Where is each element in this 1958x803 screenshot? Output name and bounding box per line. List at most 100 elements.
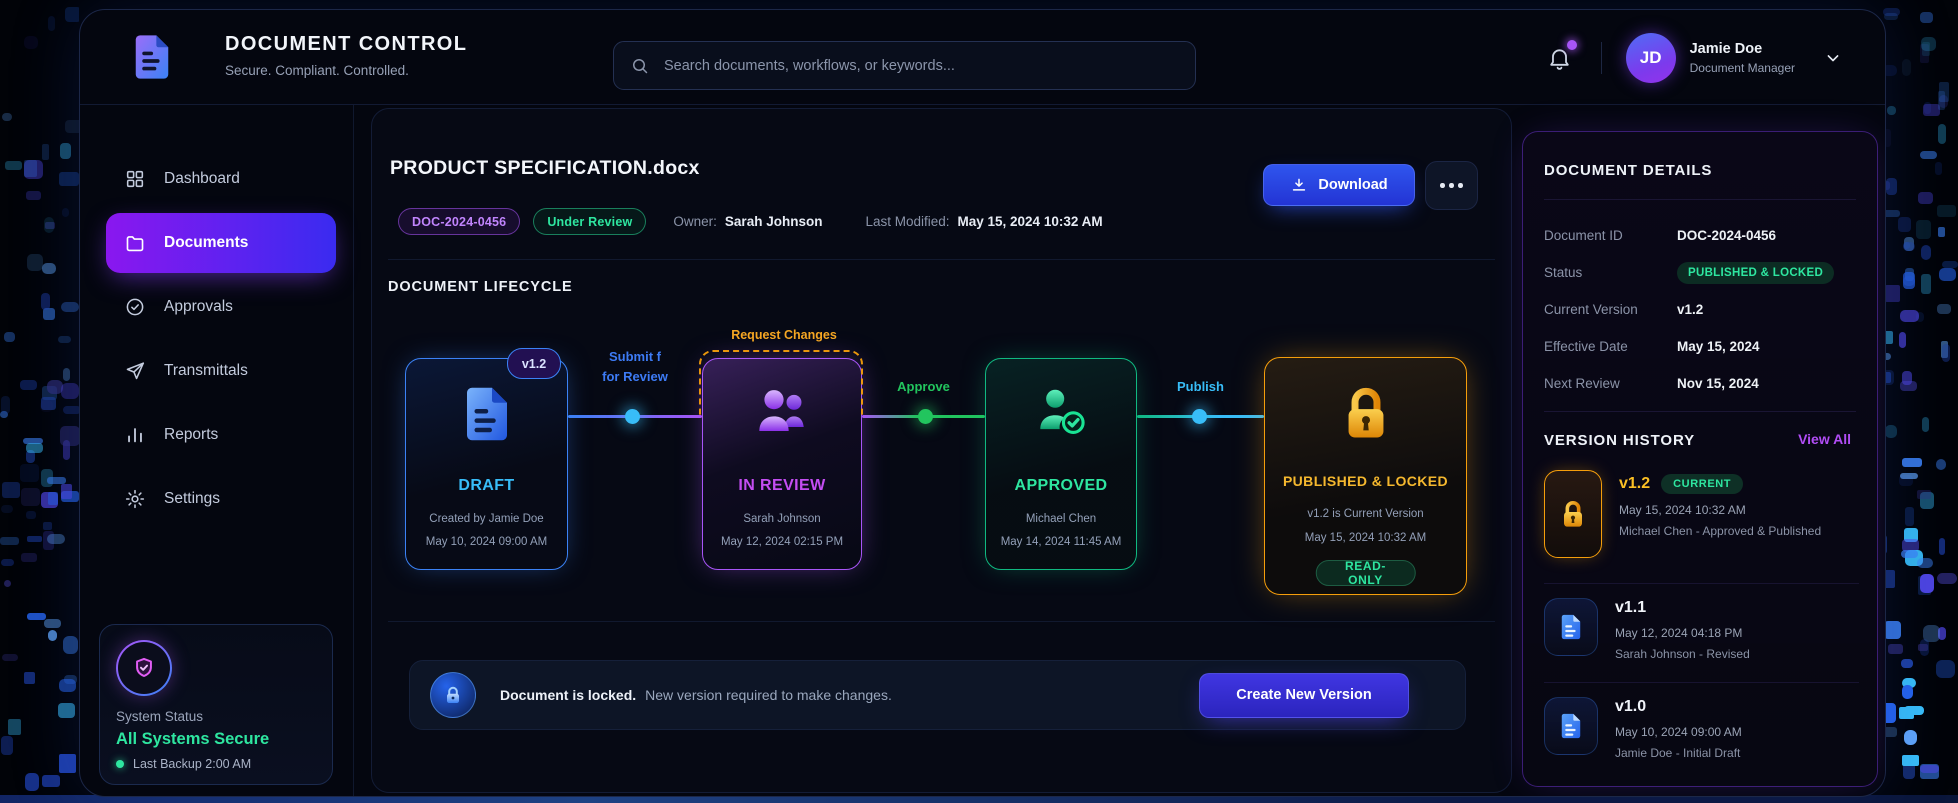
- sidebar-item-label: Dashboard: [164, 170, 240, 187]
- folder-icon: [126, 236, 144, 252]
- detail-row-next-review: Next Review Nov 15, 2024: [1544, 376, 1759, 391]
- green-dot-icon: [116, 760, 124, 768]
- stage-title: APPROVED: [1014, 477, 1108, 494]
- request-changes-bracket: [699, 350, 863, 416]
- header: DOCUMENT CONTROL Secure. Compliant. Cont…: [80, 10, 1885, 105]
- sidebar-nav: Dashboard Documents Approvals Transmitta…: [106, 149, 336, 533]
- decor-left-matrix: [0, 0, 79, 803]
- stage-title: IN REVIEW: [738, 477, 826, 494]
- owner-label: Owner:: [673, 214, 717, 229]
- divider: [1544, 199, 1856, 200]
- sidebar-item-settings[interactable]: Settings: [106, 469, 336, 529]
- document-title: PRODUCT SPECIFICATION.docx: [390, 157, 700, 179]
- gear-icon: [125, 489, 145, 509]
- people-icon: [703, 381, 861, 441]
- detail-row-effective-date: Effective Date May 15, 2024: [1544, 339, 1760, 354]
- user-menu-chevron[interactable]: [1823, 48, 1843, 68]
- system-status-title: System Status: [116, 709, 204, 724]
- connector-label-publish: Publish: [1177, 379, 1224, 394]
- banner-strong-text: Document is locked.: [500, 687, 637, 703]
- system-status-card: System Status All Systems Secure Last Ba…: [99, 624, 333, 785]
- ellipsis-icon: [1440, 183, 1445, 188]
- lock-icon: [1544, 470, 1602, 558]
- draft-version-badge: v1.2: [507, 348, 561, 379]
- check-circle-icon: [126, 298, 144, 316]
- detail-row-current-version: Current Version v1.2: [1544, 302, 1704, 317]
- stage-line2: May 14, 2024 11:45 AM: [1000, 536, 1122, 548]
- sidebar-item-reports[interactable]: Reports: [106, 405, 336, 465]
- brand: DOCUMENT CONTROL Secure. Compliant. Cont…: [225, 33, 467, 78]
- lock-chip-icon: [430, 672, 476, 718]
- sidebar-item-approvals[interactable]: Approvals: [106, 277, 336, 337]
- version-item-v1-2[interactable]: v1.2 CURRENT May 15, 2024 10:32 AM Micha…: [1544, 462, 1859, 574]
- lock-icon: [1265, 380, 1466, 446]
- bell-icon: [1550, 48, 1569, 70]
- connector-dot-approve: [918, 409, 933, 424]
- details-heading: DOCUMENT DETAILS: [1544, 162, 1713, 179]
- more-options-button[interactable]: [1425, 161, 1478, 210]
- version-author: Jamie Doe - Initial Draft: [1615, 746, 1741, 760]
- version-author: Sarah Johnson - Revised: [1615, 647, 1750, 661]
- view-all-link[interactable]: View All: [1798, 431, 1851, 447]
- modified-pair: Last Modified: May 15, 2024 10:32 AM: [865, 214, 1102, 229]
- user-name: Jamie Doe: [1689, 41, 1763, 57]
- document-icon: [1544, 697, 1598, 755]
- sidebar-item-label: Settings: [164, 490, 221, 507]
- version-number: v1.0: [1615, 698, 1647, 715]
- chevron-down-icon: [1827, 55, 1839, 62]
- version-item-body: v1.1 May 12, 2024 04:18 PM Sarah Johnson…: [1615, 595, 1750, 673]
- document-meta: DOC-2024-0456 Under Review Owner: Sarah …: [398, 208, 1103, 235]
- app-window: DOCUMENT CONTROL Secure. Compliant. Cont…: [79, 9, 1886, 797]
- detail-row-document-id: Document ID DOC-2024-0456: [1544, 228, 1777, 243]
- sidebar-item-transmittals[interactable]: Transmittals: [106, 341, 336, 401]
- stage-line1: Created by Jamie Doe: [429, 513, 544, 525]
- sidebar-item-label: Approvals: [164, 298, 233, 315]
- detail-row-status: Status PUBLISHED & LOCKED: [1544, 254, 1856, 291]
- details-rows: Document ID DOC-2024-0456 Status PUBLISH…: [1544, 217, 1856, 402]
- search-input[interactable]: [662, 56, 1179, 75]
- paper-plane-icon: [126, 362, 145, 380]
- search-icon: [630, 56, 650, 76]
- user-role: Document Manager: [1689, 61, 1795, 75]
- divider: [388, 621, 1495, 622]
- version-item-body: v1.0 May 10, 2024 09:00 AM Jamie Doe - I…: [1615, 694, 1742, 772]
- divider: [1544, 411, 1856, 412]
- avatar[interactable]: JD: [1625, 33, 1676, 83]
- owner-value: Sarah Johnson: [724, 214, 823, 229]
- sidebar-item-dashboard[interactable]: Dashboard: [106, 149, 336, 209]
- stage-card-draft: DRAFT Created by Jamie Doe May 10, 2024 …: [405, 358, 568, 570]
- backup-label: Last Backup 2:00 AM: [133, 757, 252, 771]
- modified-value: May 15, 2024 10:32 AM: [957, 214, 1103, 229]
- create-new-version-button[interactable]: Create New Version: [1199, 672, 1409, 718]
- version-date: May 15, 2024 10:32 AM: [1619, 503, 1746, 517]
- lifecycle-heading: DOCUMENT LIFECYCLE: [388, 279, 573, 295]
- decor-right-matrix: [1882, 0, 1958, 803]
- details-panel: DOCUMENT DETAILS Document ID DOC-2024-04…: [1522, 131, 1878, 787]
- notifications-button[interactable]: [1543, 40, 1577, 75]
- download-button[interactable]: Download: [1263, 164, 1415, 206]
- owner-pair: Owner: Sarah Johnson: [673, 214, 822, 229]
- stage-card-published: PUBLISHED & LOCKED v1.2 is Current Versi…: [1264, 357, 1467, 595]
- sidebar-item-documents[interactable]: Documents: [106, 213, 336, 273]
- bar-chart-icon: [128, 428, 142, 443]
- status-badge: Under Review: [533, 208, 647, 235]
- stage-line2: May 12, 2024 02:15 PM: [720, 536, 844, 548]
- search-bar[interactable]: [613, 41, 1196, 90]
- connector-label-approve: Approve: [897, 379, 950, 394]
- stage-title: DRAFT: [458, 477, 515, 494]
- download-icon: [1293, 178, 1306, 191]
- divider: [388, 259, 1495, 260]
- document-icon: [1544, 598, 1598, 656]
- stage-line1: v1.2 is Current Version: [1307, 508, 1424, 520]
- banner-text: New version required to make changes.: [645, 687, 892, 703]
- app-logo-document-icon: [126, 31, 178, 83]
- system-status-value: All Systems Secure: [116, 730, 270, 748]
- version-item-v1-1[interactable]: v1.1 May 12, 2024 04:18 PM Sarah Johnson…: [1544, 595, 1859, 673]
- download-label: Download: [1318, 177, 1388, 193]
- stage-line1: Sarah Johnson: [743, 513, 821, 525]
- document-panel: PRODUCT SPECIFICATION.docx Download DOC-…: [371, 108, 1512, 793]
- version-item-v1-0[interactable]: v1.0 May 10, 2024 09:00 AM Jamie Doe - I…: [1544, 694, 1859, 772]
- grid-icon: [126, 170, 144, 188]
- current-badge: CURRENT: [1661, 474, 1744, 494]
